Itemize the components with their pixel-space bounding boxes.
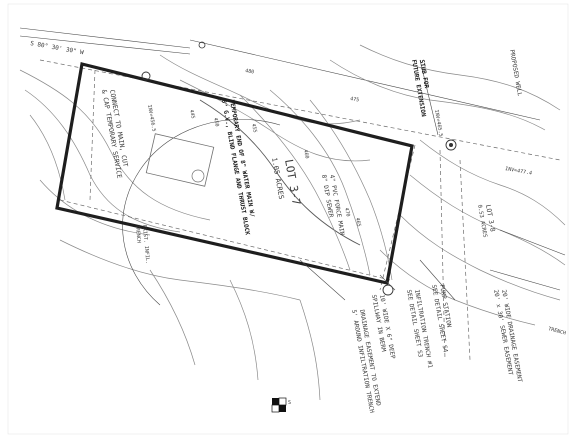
lot-line: [499, 229, 566, 256]
contour-line: [269, 89, 371, 276]
contour-line: [239, 94, 351, 271]
contour-line: [409, 174, 566, 266]
contour-line: [229, 279, 259, 381]
lot-line: [489, 269, 561, 291]
lot-right-area: 0.53 ACRES: [476, 204, 488, 238]
inv-label-b: INV=465.5: [433, 109, 444, 137]
contour-line: [19, 69, 211, 221]
page-edge: [7, 3, 569, 435]
elevation-label: 455: [250, 123, 258, 133]
leader-line: [379, 274, 396, 291]
contour-line: [39, 179, 151, 236]
contour-line: [419, 139, 566, 226]
sewer-line: [89, 69, 96, 201]
elevation-label: 480: [245, 68, 255, 75]
elevation-label: 470: [343, 207, 351, 217]
elevation-label: 465: [354, 217, 362, 227]
elevation-label: 460: [302, 149, 310, 159]
existing-trench-line-2: TRENCH: [134, 225, 142, 244]
contour-line: [199, 99, 361, 246]
leader-line: [419, 259, 456, 301]
easement-line: [59, 199, 391, 281]
manhole-icon: [141, 71, 151, 81]
contour-line: [149, 269, 196, 366]
easement-line: [39, 59, 561, 161]
contour-line: [399, 214, 561, 301]
hydrant-icon: [198, 41, 206, 49]
future-ext-line-1: STUB FOR: [418, 59, 430, 89]
existing-trench-line-1: EXIST. INFIL.: [141, 225, 150, 265]
elevation-label: 450: [212, 117, 220, 127]
elevation-label: 475: [350, 96, 360, 103]
lot-boundary: [55, 62, 414, 285]
manhole-icon: [445, 139, 457, 151]
septic-tank-marker: [191, 169, 205, 183]
leader-line: [299, 259, 346, 301]
contour-line: [24, 89, 181, 233]
building-footprint: [145, 133, 215, 187]
section-marker-square: [271, 404, 280, 413]
road-edge-line: [19, 35, 191, 55]
contour-line: [329, 59, 546, 131]
utility-line: [439, 149, 446, 361]
well-radius-arc: [122, 119, 281, 306]
inv-label-c: INV=477.4: [505, 166, 533, 177]
section-marker-square: [272, 398, 279, 405]
elevation-label: 445: [188, 109, 196, 119]
inv-label-a: INV=456.5: [146, 104, 157, 132]
section-marker-square: [278, 397, 287, 406]
contour-line: [59, 239, 301, 301]
road-edge-line: [19, 27, 191, 49]
utility-line: [459, 159, 471, 361]
manhole-center-icon: [449, 143, 453, 147]
trench-right-label: TRENCH: [547, 326, 566, 336]
section-marker-square: [279, 405, 286, 412]
leader-line: [419, 59, 439, 136]
contour-line: [29, 114, 66, 201]
valve-icon: [382, 284, 394, 296]
section-marker: S: [271, 397, 291, 413]
section-marker-label: S: [288, 400, 291, 406]
contour-line: [359, 44, 561, 111]
contour-line: [299, 299, 321, 401]
